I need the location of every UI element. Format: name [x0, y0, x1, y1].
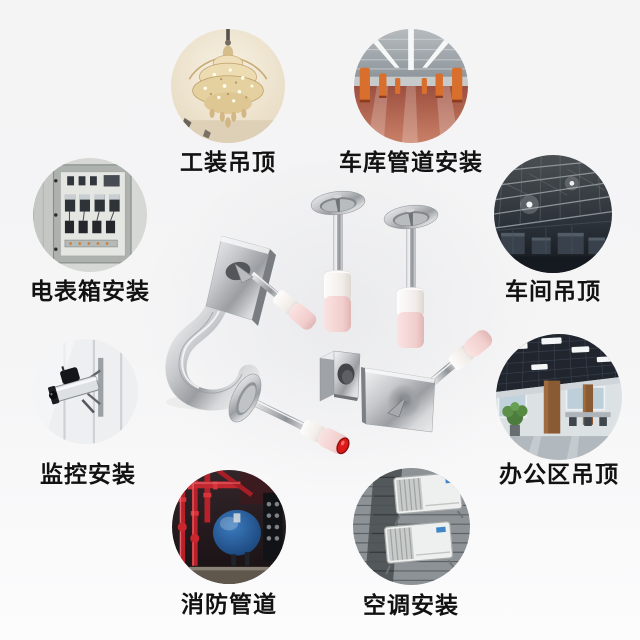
ceiling-nail-product-image: [165, 190, 493, 455]
scene-label-cctv-install: 监控安装: [40, 461, 136, 487]
scene-label-ac-install: 空调安装: [363, 592, 459, 618]
scene-photo-garage-pipe: [354, 29, 468, 143]
drive-nail-vertical-2: [383, 204, 439, 348]
scene-photo-cctv-install: [33, 339, 138, 444]
drive-nail-angled-red-tip: [228, 373, 350, 455]
scene-photo-ac-install: [353, 468, 470, 585]
scene-photo-workshop-ceiling: [494, 155, 612, 273]
scene-label-garage-pipe: 车库管道安装: [339, 149, 483, 175]
scene-label-tooling-ceiling: 工装吊顶: [180, 149, 276, 175]
scene-label-office-ceiling: 办公区吊顶: [499, 461, 619, 487]
scene-label-workshop-ceiling: 车间吊顶: [505, 278, 601, 304]
scene-label-meter-box: 电表箱安装: [30, 278, 150, 304]
pipe-hook-strap: [165, 235, 317, 411]
z-clip-bracket: [319, 350, 361, 402]
scene-label-fire-pipe: 消防管道: [181, 591, 277, 617]
scene-photo-fire-pipe: [172, 470, 286, 584]
drive-nail-vertical-1: [310, 190, 366, 332]
scene-photo-meter-box: [33, 158, 147, 272]
scene-photo-office-ceiling: [496, 334, 622, 460]
scene-photo-tooling-ceiling: [171, 29, 285, 143]
flat-plate-nail: [361, 330, 493, 433]
